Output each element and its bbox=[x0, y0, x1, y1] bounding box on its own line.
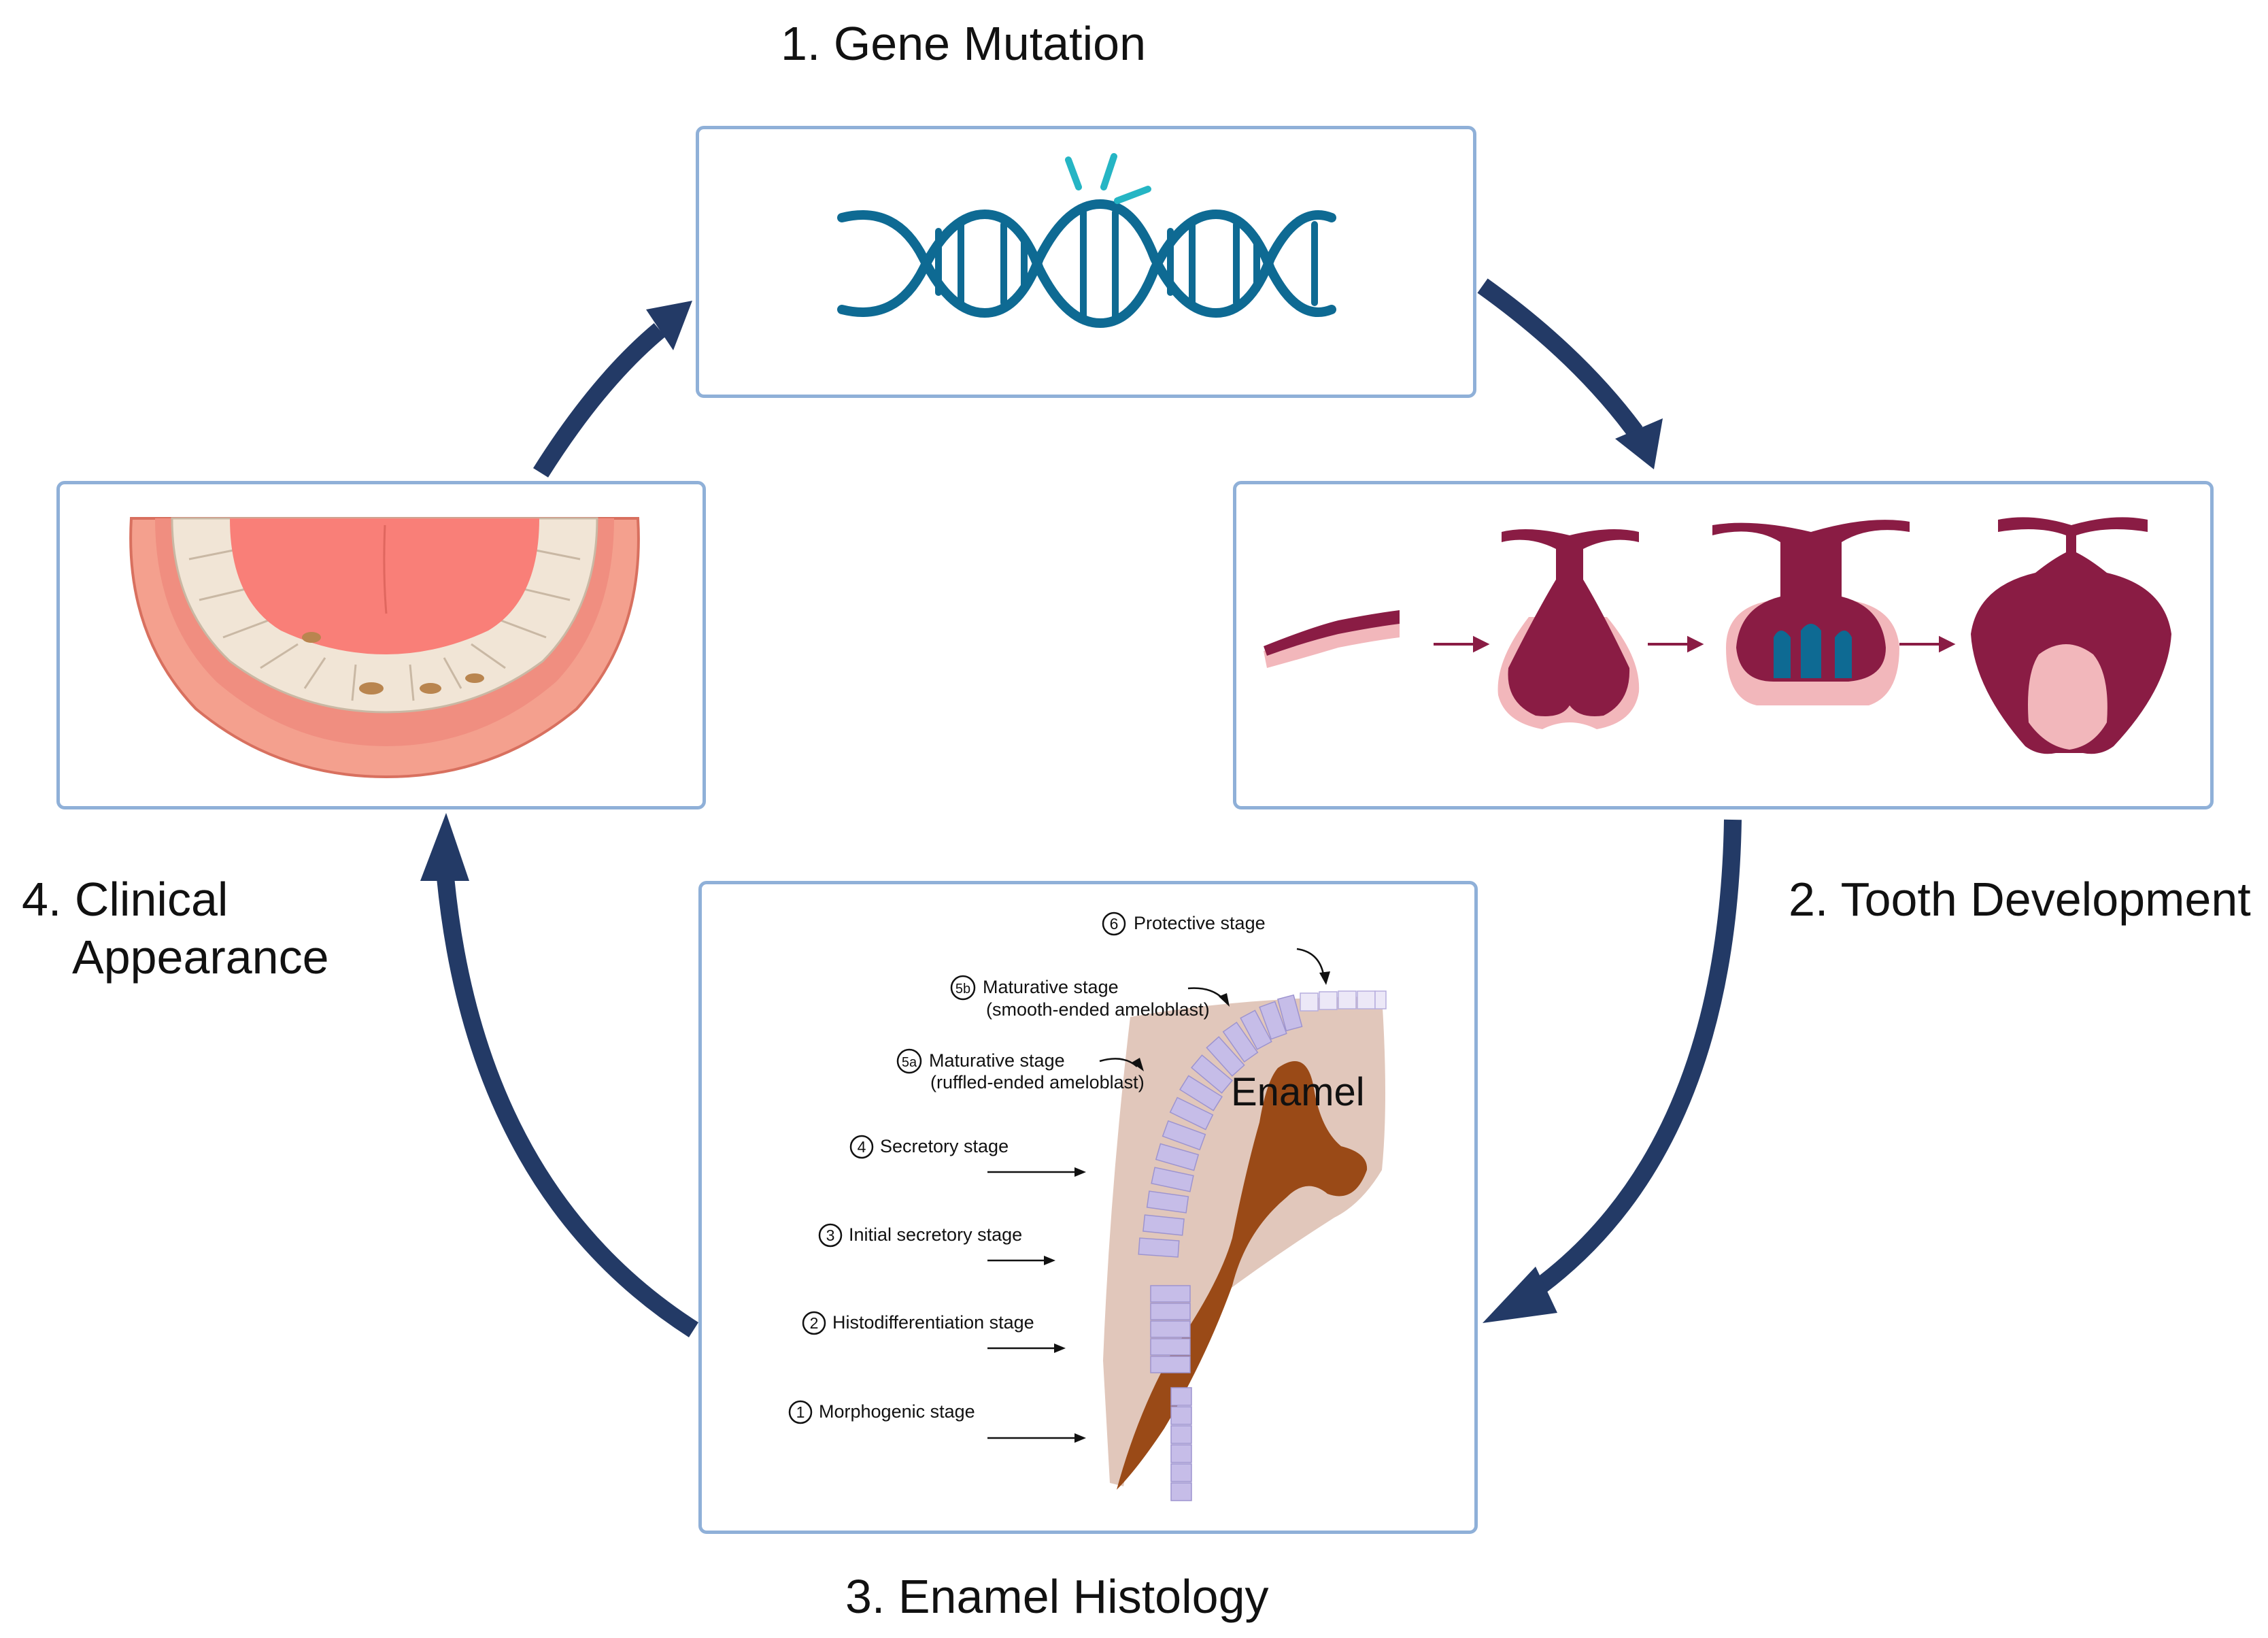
title-clinical-line2: Appearance bbox=[72, 931, 329, 984]
tooth-development-stages bbox=[1264, 517, 2171, 754]
panel-enamel-histology: Enamel 6 Protective stage 5b Maturative … bbox=[698, 881, 1478, 1534]
arrow-gene-to-tooth bbox=[1477, 278, 1643, 437]
stage-5b-number: 5b bbox=[955, 982, 970, 997]
stage-3: 3 Initial secretory stage bbox=[818, 1223, 1055, 1265]
stage-arrow-icon bbox=[1434, 635, 1956, 653]
title-clinical-line1: 4. Clinical bbox=[22, 873, 229, 926]
stage-4: 4 Secretory stage bbox=[849, 1135, 1086, 1177]
dna-helix-icon bbox=[837, 153, 1336, 329]
stage-2-label: Histodifferentiation stage bbox=[832, 1312, 1034, 1333]
panel-clinical-appearance bbox=[56, 481, 706, 809]
arrow-tooth-to-histology bbox=[1521, 819, 1742, 1303]
stage-3-number: 3 bbox=[826, 1226, 835, 1244]
enamel-defect-spots bbox=[302, 632, 484, 695]
stage-3-label: Initial secretory stage bbox=[849, 1224, 1022, 1245]
stage-5a-label-line2: (ruffled-ended ameloblast) bbox=[930, 1072, 1145, 1092]
tooth-bell-icon bbox=[1971, 517, 2171, 754]
stage-5b: 5b Maturative stage (smooth-ended amelob… bbox=[950, 975, 1230, 1020]
stage-2-number: 2 bbox=[810, 1314, 819, 1332]
mutation-spark-icon bbox=[1065, 153, 1151, 204]
arrowhead-clinical bbox=[420, 813, 469, 881]
stage-4-label: Secretory stage bbox=[880, 1136, 1009, 1156]
stage-2: 2 Histodifferentiation stage bbox=[802, 1311, 1066, 1353]
protective-cells bbox=[1300, 990, 1387, 1012]
lower-jaw-illustration bbox=[129, 517, 640, 779]
stage-6: 6 Protective stage bbox=[1102, 912, 1330, 985]
enamel-label: Enamel bbox=[1231, 1070, 1365, 1114]
tooth-cap-icon bbox=[1712, 520, 1910, 705]
stage-4-number: 4 bbox=[858, 1138, 866, 1156]
panel-gene-mutation bbox=[696, 126, 1476, 398]
stage-5a-number: 5a bbox=[902, 1055, 917, 1070]
stage-1-label: Morphogenic stage bbox=[819, 1401, 975, 1422]
dental-lamina-icon bbox=[1264, 610, 1400, 668]
stage-5b-label-line2: (smooth-ended ameloblast) bbox=[986, 999, 1210, 1020]
tooth-bud-icon bbox=[1497, 529, 1640, 729]
title-gene-mutation: 1. Gene Mutation bbox=[781, 17, 1146, 70]
ameloblast-layer bbox=[1138, 994, 1303, 1501]
stage-5b-label-line1: Maturative stage bbox=[983, 977, 1119, 997]
arrowhead-gene bbox=[646, 301, 692, 350]
stage-5a-label-line1: Maturative stage bbox=[929, 1050, 1065, 1071]
arrowhead-tooth bbox=[1615, 418, 1663, 469]
title-enamel-histology: 3. Enamel Histology bbox=[845, 1570, 1269, 1623]
arrow-clinical-to-gene bbox=[532, 323, 666, 478]
stage-1: 1 Morphogenic stage bbox=[788, 1400, 1086, 1443]
title-tooth-development: 2. Tooth Development bbox=[1789, 873, 2251, 926]
arrow-histology-to-clinical bbox=[437, 876, 699, 1337]
stage-1-number: 1 bbox=[796, 1403, 805, 1421]
panel-tooth-development bbox=[1233, 481, 2214, 809]
stage-6-label: Protective stage bbox=[1134, 913, 1266, 933]
dentin-region bbox=[1117, 1061, 1368, 1490]
arrowhead-histology bbox=[1483, 1267, 1557, 1323]
enamel-histology-diagram: Enamel 6 Protective stage 5b Maturative … bbox=[788, 912, 1387, 1501]
stage-6-number: 6 bbox=[1110, 915, 1119, 933]
stage-5a: 5a Maturative stage (ruffled-ended amelo… bbox=[896, 1048, 1145, 1092]
